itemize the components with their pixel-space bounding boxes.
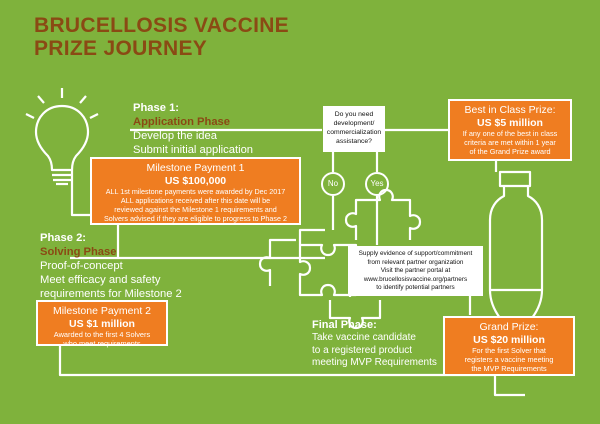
- best-in-class-text: of the Grand Prize award: [469, 147, 551, 156]
- milestone-1-amount: US $100,000: [164, 175, 227, 187]
- best-in-class-box: Best in Class Prize: US $5 million If an…: [448, 99, 572, 161]
- no-label: No: [327, 179, 339, 188]
- best-in-class-amount: US $5 million: [477, 117, 543, 129]
- title-line-1: BRUCELLOSIS VACCINE: [34, 14, 289, 37]
- best-in-class-title: Best in Class Prize:: [464, 104, 556, 116]
- phase-2-line: Proof-of-concept: [40, 260, 123, 272]
- grand-prize-box: Grand Prize: US $20 million For the firs…: [443, 316, 575, 376]
- final-phase-section: Final Phase: Take vaccine candidate to a…: [312, 318, 452, 370]
- partner-line: Supply evidence of support/commitment: [358, 250, 473, 257]
- milestone-2-amount: US $1 million: [69, 318, 135, 330]
- phase-1-line: Submit initial application: [133, 144, 254, 156]
- grand-prize-text: the MVP Requirements: [471, 364, 547, 373]
- milestone-2-text: who meet requirements: [63, 339, 141, 348]
- phase-2-subheading: Solving Phase: [40, 246, 117, 258]
- question-line: Do you need: [334, 111, 374, 118]
- yes-label: Yes: [370, 179, 384, 188]
- grand-prize-title: Grand Prize:: [479, 321, 539, 333]
- milestone-1-text: reviewed against the Milestone 1 require…: [114, 205, 277, 214]
- milestone-1-text: ALL 1st milestone payments were awarded …: [105, 187, 286, 196]
- question-line: assistance?: [336, 138, 372, 145]
- phase-2-line: requirements for Milestone 2: [40, 288, 182, 300]
- milestone-2-box: Milestone Payment 2 US $1 million Awarde…: [36, 300, 168, 348]
- page-title: BRUCELLOSIS VACCINE PRIZE JOURNEY: [34, 14, 289, 60]
- milestone-1-text: ALL applications received after this dat…: [120, 196, 271, 205]
- best-in-class-text: If any one of the best in class: [462, 129, 558, 138]
- question-line: development/: [333, 120, 375, 127]
- phase-1-line: Develop the idea: [133, 130, 217, 142]
- best-in-class-text: criteria are met within 1 year: [464, 138, 556, 147]
- milestone-2-title: Milestone Payment 2: [52, 305, 152, 317]
- grand-prize-text: For the first Solver that: [472, 346, 546, 355]
- vaccine-vial-icon: [488, 170, 544, 320]
- phase-1-subheading: Application Phase: [133, 116, 230, 128]
- partner-line: to identify potential partners: [376, 284, 455, 292]
- phase-1-heading: Phase 1:: [133, 102, 180, 114]
- partner-line: Visit the partner portal at: [380, 267, 451, 275]
- phase-1-section: Phase 1: Application Phase Develop the i…: [133, 101, 313, 157]
- question-line: commercialization: [326, 129, 382, 136]
- question-box: Do you need development/ commercializati…: [323, 106, 385, 152]
- final-phase-line: to a registered product: [312, 344, 413, 356]
- final-phase-heading: Final Phase:: [312, 319, 377, 331]
- milestone-2-text: Awarded to the first 4 Solvers: [53, 330, 151, 339]
- milestone-1-title: Milestone Payment 1: [146, 162, 245, 174]
- milestone-1-box: Milestone Payment 1 US $100,000 ALL 1st …: [90, 157, 301, 225]
- grand-prize-amount: US $20 million: [473, 334, 545, 346]
- phase-2-section: Phase 2: Solving Phase Proof-of-concept …: [40, 231, 240, 301]
- no-option: No: [321, 172, 345, 196]
- grand-prize-text: registers a vaccine meeting: [464, 355, 554, 364]
- yes-option: Yes: [365, 172, 389, 196]
- partner-line: www.brucellosisvaccine.org/partners: [363, 275, 468, 283]
- phase-2-heading: Phase 2:: [40, 232, 87, 244]
- lightbulb-icon: [25, 88, 99, 186]
- partner-box: Supply evidence of support/commitment fr…: [348, 246, 483, 296]
- final-phase-line: Take vaccine candidate: [312, 332, 416, 343]
- phase-2-line: Meet efficacy and safety: [40, 274, 161, 286]
- final-phase-line: meeting MVP Requirements: [312, 357, 437, 368]
- milestone-1-text: Solvers advised if they are eligible to …: [104, 214, 287, 223]
- title-line-2: PRIZE JOURNEY: [34, 37, 208, 60]
- partner-line: from relevant partner organization: [367, 258, 464, 266]
